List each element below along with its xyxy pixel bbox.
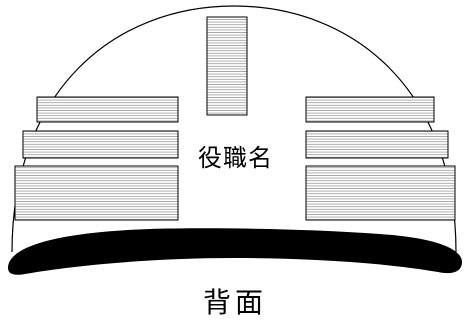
back-view-caption: 背面 xyxy=(203,286,268,319)
left-stripe-3 xyxy=(14,165,179,221)
right-stripe-3 xyxy=(305,165,456,221)
right-stripe-2 xyxy=(305,130,449,159)
helmet-brim xyxy=(8,228,462,275)
right-stripe-1 xyxy=(305,96,435,123)
left-stripe-1 xyxy=(36,96,179,123)
top-center-stripe xyxy=(206,16,248,116)
left-stripe-2 xyxy=(22,130,179,159)
job-title-label: 役職名 xyxy=(198,144,273,172)
